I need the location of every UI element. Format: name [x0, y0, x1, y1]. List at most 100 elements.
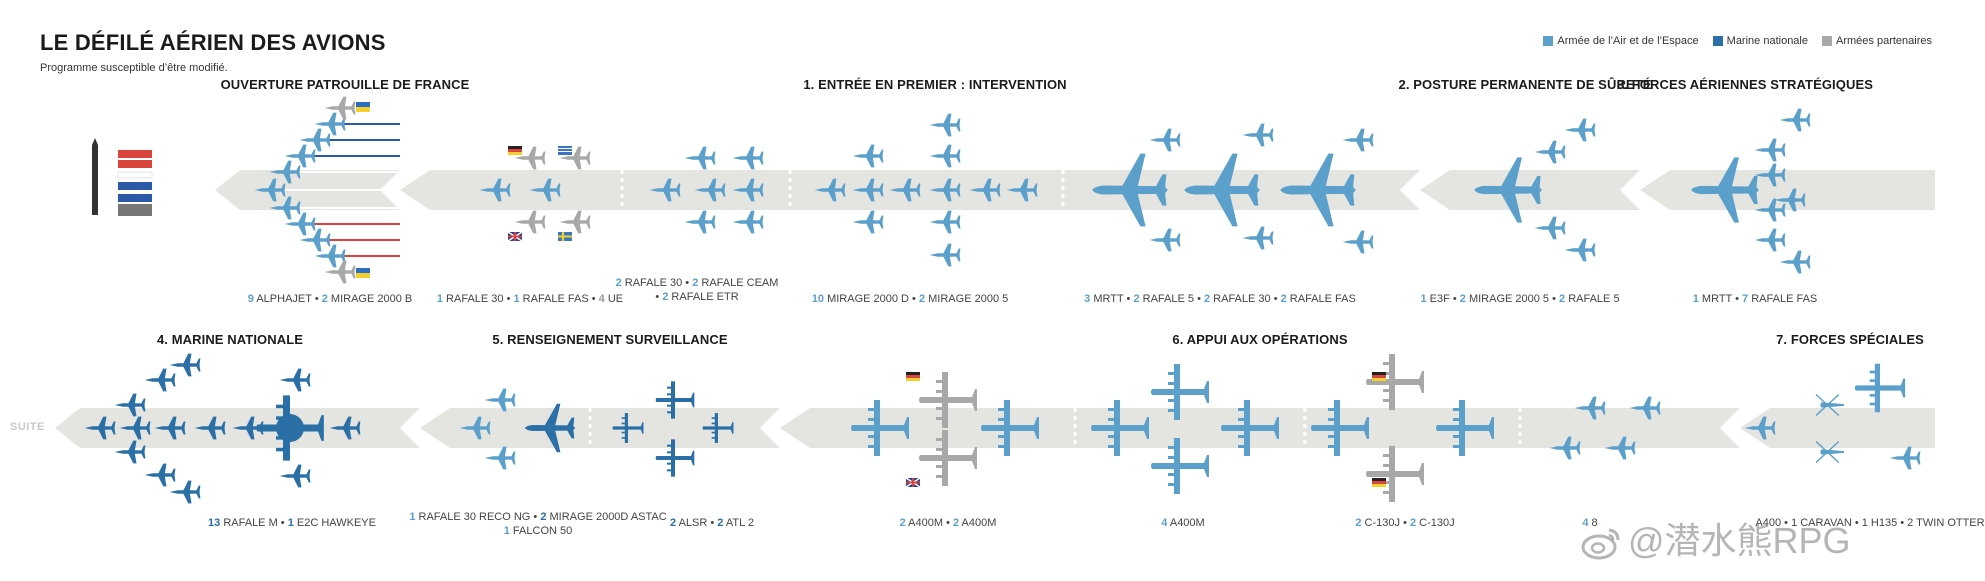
caption-strategic-group: 1 MRTT • 7 RAFALE FAS: [1693, 292, 1818, 306]
caption-text: UE: [604, 293, 624, 305]
tanker-aircraft-icon: [1092, 153, 1168, 227]
caption-text: A400M: [1167, 517, 1205, 529]
fighter-jet-icon: [279, 464, 311, 488]
fighter-jet-icon: [1149, 228, 1181, 252]
caption-count: 1: [1420, 293, 1427, 305]
flag-germany-icon: [508, 146, 522, 155]
fighter-jet-icon: [144, 368, 176, 392]
section-title-intervention: 1. ENTRÉE EN PREMIER : INTERVENTION: [803, 77, 1067, 92]
radar-dome-icon: [276, 414, 304, 442]
watermark: @潜水熊RPG: [1580, 512, 1851, 564]
caption-text: MIRAGE 2000D ASTAC: [546, 511, 667, 523]
caption-text: ALSR •: [676, 517, 718, 529]
caption-count: 2: [1409, 517, 1417, 529]
flag-greece-icon: [558, 146, 572, 155]
caption-text: A400M: [959, 517, 997, 529]
caption-count: 2: [692, 277, 699, 289]
caption-text: MIRAGE 2000 5 •: [1465, 293, 1560, 305]
fighter-jet-icon: [484, 388, 516, 412]
fighter-jet-icon: [1149, 128, 1181, 152]
fighter-jet-icon: [1534, 216, 1566, 240]
caption-count: 9: [247, 293, 254, 305]
legend-label-air: Armée de l’Air et de l’Espace: [1557, 35, 1699, 47]
caption-count: 2: [1355, 517, 1362, 529]
caption-text: A400: [1755, 517, 1782, 529]
caption-partners: 1 RAFALE 30 • 1 RAFALE FAS • 4 UE: [437, 292, 623, 306]
caption-text: C-130J •: [1361, 517, 1410, 529]
fighter-jet-icon: [852, 210, 884, 234]
caption-count: 2: [1559, 293, 1566, 305]
fighter-jet-icon: [1242, 123, 1274, 147]
fighter-jet-icon: [169, 353, 201, 377]
section-title-ouverture: OUVERTURE PATROUILLE DE FRANCE: [220, 77, 470, 92]
caption-count: 2: [952, 517, 960, 529]
legend-swatch-partner: [1822, 36, 1832, 46]
fighter-jet-icon: [1242, 226, 1274, 250]
caption-text: E3F •: [1426, 293, 1460, 305]
transport-aircraft-icon: [1366, 446, 1424, 502]
caption-count: 4: [1161, 517, 1168, 529]
caption-text: •: [655, 291, 663, 303]
flag-germany-icon-3: [1372, 372, 1386, 381]
caption-rafale-group: 2 RAFALE 30 • 2 RAFALE CEAM • 2 RAFALE E…: [616, 276, 779, 304]
fighter-jet-icon: [1754, 228, 1786, 252]
weibo-logo-icon: [1581, 528, 1620, 560]
section-title-forces-speciales: 7. FORCES SPÉCIALES: [1776, 332, 1924, 347]
caption-count: 10: [811, 293, 825, 305]
legend-label-partner: Armées partenaires: [1836, 35, 1932, 47]
fighter-jet-icon: [852, 144, 884, 168]
fighter-jet-icon: [732, 146, 764, 170]
legend-item-navy: Marine nationale: [1712, 35, 1808, 47]
tanker-aircraft-icon: [1474, 157, 1542, 223]
caption-line: 1 RAFALE 30 RECO NG • 2 MIRAGE 2000D AST…: [409, 510, 666, 524]
caption-count: 1: [1692, 293, 1699, 305]
caption-text: ALPHAJET •: [253, 293, 322, 305]
caption-count: 2: [899, 517, 906, 529]
caption-partial-left: 4 8: [1582, 516, 1597, 530]
page-title: LE DÉFILÉ AÉRIEN DES AVIONS: [40, 30, 386, 55]
fighter-jet-icon: [1534, 140, 1566, 164]
caption-count: 2: [1133, 293, 1140, 305]
caption-text: MRTT •: [1090, 293, 1134, 305]
caption-e3f-group: 1 E3F • 2 MIRAGE 2000 5 • 2 RAFALE 5: [1420, 292, 1619, 306]
caption-text: FALCON 50: [509, 525, 573, 537]
caption-line: 1 FALCON 50: [409, 524, 666, 538]
legend-swatch-air: [1543, 36, 1554, 46]
section-title-marine: 4. MARINE NATIONALE: [156, 332, 304, 347]
fighter-jet-icon: [1564, 118, 1596, 142]
caption-ouverture: 9 ALPHAJET • 2 MIRAGE 2000 B: [248, 292, 412, 306]
flag-uk-icon: [507, 231, 523, 242]
caption-count: 2: [321, 293, 328, 305]
caption-count: 4: [598, 293, 605, 305]
caption-text: MRTT •: [1698, 293, 1743, 305]
flag-ukraine-icon: [356, 102, 370, 112]
caption-count: 1: [287, 517, 294, 529]
caption-text: RAFALE M •: [220, 517, 288, 529]
fighter-jet-icon: [929, 113, 961, 137]
tribune-flag-icon: [117, 150, 153, 216]
obelisk-icon: [92, 138, 98, 215]
caption-marine-group: 13 RAFALE M • 1 E2C HAWKEYE: [208, 516, 376, 530]
fighter-jet-icon: [684, 146, 716, 170]
caption-alsr-group: 2 ALSR • 2 ATL 2: [670, 516, 754, 530]
fighter-jet-icon: [929, 210, 961, 234]
fighter-jet-icon: [1779, 108, 1811, 132]
fighter-jet-icon: [1889, 446, 1921, 470]
caption-count: 1: [513, 293, 520, 305]
flag-germany-icon-2: [906, 372, 920, 381]
caption-text: RAFALE FAS •: [519, 293, 599, 305]
caption-text: RAFALE FAS: [1286, 293, 1356, 305]
caption-text: • 1 CARAVAN • 1 H135 • 2 TWIN OTTER: [1781, 517, 1985, 529]
legend-label-navy: Marine nationale: [1726, 35, 1808, 47]
legend: Armée de l’Air et de l’Espace Marine nat…: [1543, 35, 1932, 47]
caption-count: 13: [208, 517, 221, 529]
caption-count: 2: [670, 517, 677, 529]
tanker-aircraft-icon: [1280, 153, 1356, 227]
tanker-aircraft-icon: [1184, 153, 1260, 227]
caption-text: 8: [1588, 517, 1598, 529]
flag-uk-icon-2: [905, 477, 921, 488]
caption-a400m-group: 4 A400M: [1161, 516, 1204, 530]
caption-text: ATL 2: [723, 517, 754, 529]
caption-line: • 2 RAFALE ETR: [616, 290, 779, 304]
